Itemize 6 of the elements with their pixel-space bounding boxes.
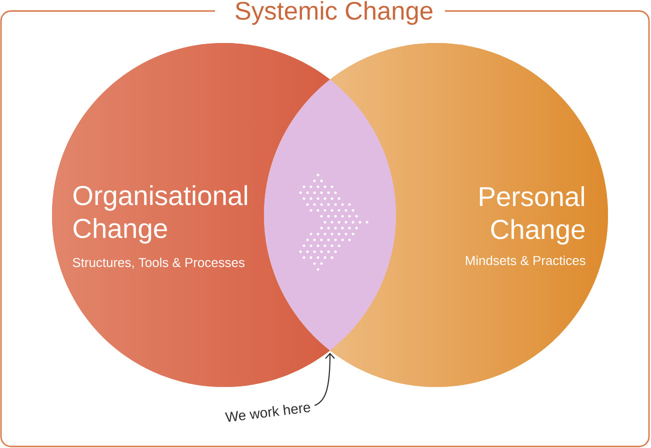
annotation-text: We work here xyxy=(224,404,310,422)
curved-arrow xyxy=(314,352,335,406)
circle-heading: Organisational Change xyxy=(74,185,247,244)
circle-heading: Personal Change xyxy=(480,186,585,245)
circle-subtitle: Structures, Tools & Processes xyxy=(72,258,244,269)
circle-subtitle: Mindsets & Practices xyxy=(466,256,586,266)
